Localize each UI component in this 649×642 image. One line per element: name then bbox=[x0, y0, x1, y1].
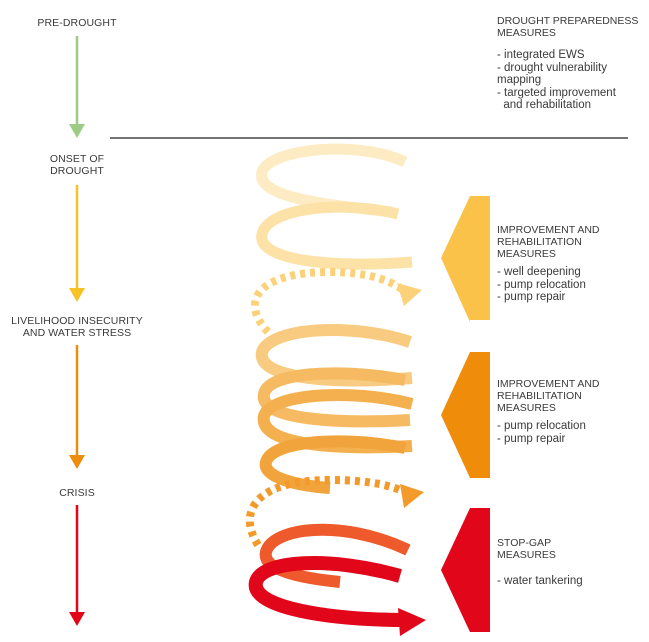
timeline-arrow-yellow bbox=[69, 185, 85, 302]
stage-crisis-label: CRISIS bbox=[59, 487, 95, 499]
measures-1-title-line1: IMPROVEMENT AND bbox=[497, 224, 600, 236]
measures-1-item: - pump relocation bbox=[497, 278, 586, 291]
stage-livelihood: LIVELIHOOD INSECURITY AND WATER STRESS bbox=[0, 315, 162, 339]
stage-livelihood-line2: AND WATER STRESS bbox=[22, 327, 132, 339]
spiral-arrowhead-2 bbox=[400, 484, 424, 508]
measures-2-item: - pump repair bbox=[497, 432, 566, 445]
measures-3-item: - water tankering bbox=[497, 575, 583, 587]
timeline-arrow-green bbox=[69, 36, 85, 138]
preparedness-item: - integrated EWS bbox=[497, 49, 585, 61]
preparedness-items: - integrated EWS - drought vulnerability… bbox=[497, 49, 647, 112]
stage-onset-line1: ONSET OF bbox=[49, 153, 105, 165]
spiral-arrowhead-3 bbox=[398, 608, 426, 636]
measure-arrow-orange bbox=[441, 352, 490, 478]
measure-arrow-red bbox=[441, 508, 490, 632]
measures-2-item: - pump relocation bbox=[497, 420, 586, 432]
measures-1-title-line3: MEASURES bbox=[497, 248, 556, 260]
stage-onset-line2: DROUGHT bbox=[50, 165, 104, 177]
stage-onset: ONSET OF DROUGHT bbox=[0, 153, 162, 177]
stage-livelihood-line1: LIVELIHOOD INSECURITY bbox=[11, 315, 143, 327]
drought-spiral bbox=[245, 143, 426, 636]
measures-2-title-line1: IMPROVEMENT AND bbox=[497, 378, 600, 390]
measures-3-title-line2: MEASURES bbox=[497, 549, 556, 561]
preparedness-item: - targeted improvement bbox=[497, 86, 616, 99]
spiral-loop-3 bbox=[255, 324, 413, 387]
spiral-dotted-1 bbox=[250, 267, 408, 335]
spiral-loop-7 bbox=[259, 523, 411, 588]
measures-1-item: - pump repair bbox=[497, 291, 566, 303]
measures-1-item: - well deepening bbox=[497, 266, 581, 278]
preparedness-item: mapping bbox=[497, 74, 542, 86]
measures-2-title-line2: REHABILITATION bbox=[497, 390, 582, 402]
preparedness-measures: DROUGHT PREPAREDNESS MEASURES - integrat… bbox=[497, 15, 647, 112]
spiral-arrowhead-1 bbox=[397, 283, 422, 306]
measures-3-items: - water tankering bbox=[497, 575, 647, 588]
preparedness-item: - drought vulnerability bbox=[497, 61, 607, 74]
spiral-dotted-2 bbox=[245, 475, 411, 548]
measures-2-title-line3: MEASURES bbox=[497, 402, 556, 414]
measures-1-title-line2: REHABILITATION bbox=[497, 236, 582, 248]
measure-arrow-yellow bbox=[441, 196, 490, 322]
measures-2-items: - pump relocation - pump repair bbox=[497, 420, 647, 445]
spiral-loop-8 bbox=[248, 556, 409, 627]
stop-gap-measures: STOP-GAP MEASURES - water tankering bbox=[497, 537, 647, 588]
preparedness-item: and rehabilitation bbox=[497, 99, 591, 111]
stage-pre-drought: PRE-DROUGHT bbox=[0, 17, 162, 29]
preparedness-title-line2: MEASURES bbox=[497, 27, 556, 39]
stage-crisis: CRISIS bbox=[0, 487, 162, 499]
stage-pre-drought-label: PRE-DROUGHT bbox=[37, 17, 117, 29]
improvement-measures-1: IMPROVEMENT AND REHABILITATION MEASURES … bbox=[497, 224, 647, 304]
preparedness-title-line1: DROUGHT PREPAREDNESS bbox=[497, 15, 639, 27]
spiral-loop-2 bbox=[256, 201, 413, 270]
timeline-arrow-orange bbox=[69, 345, 85, 469]
spiral-loop-4 bbox=[257, 367, 411, 428]
measures-3-title-line1: STOP-GAP bbox=[497, 537, 552, 549]
timeline-arrow-red bbox=[69, 505, 85, 626]
measures-1-items: - well deepening - pump relocation - pum… bbox=[497, 266, 647, 304]
improvement-measures-2: IMPROVEMENT AND REHABILITATION MEASURES … bbox=[497, 378, 647, 445]
